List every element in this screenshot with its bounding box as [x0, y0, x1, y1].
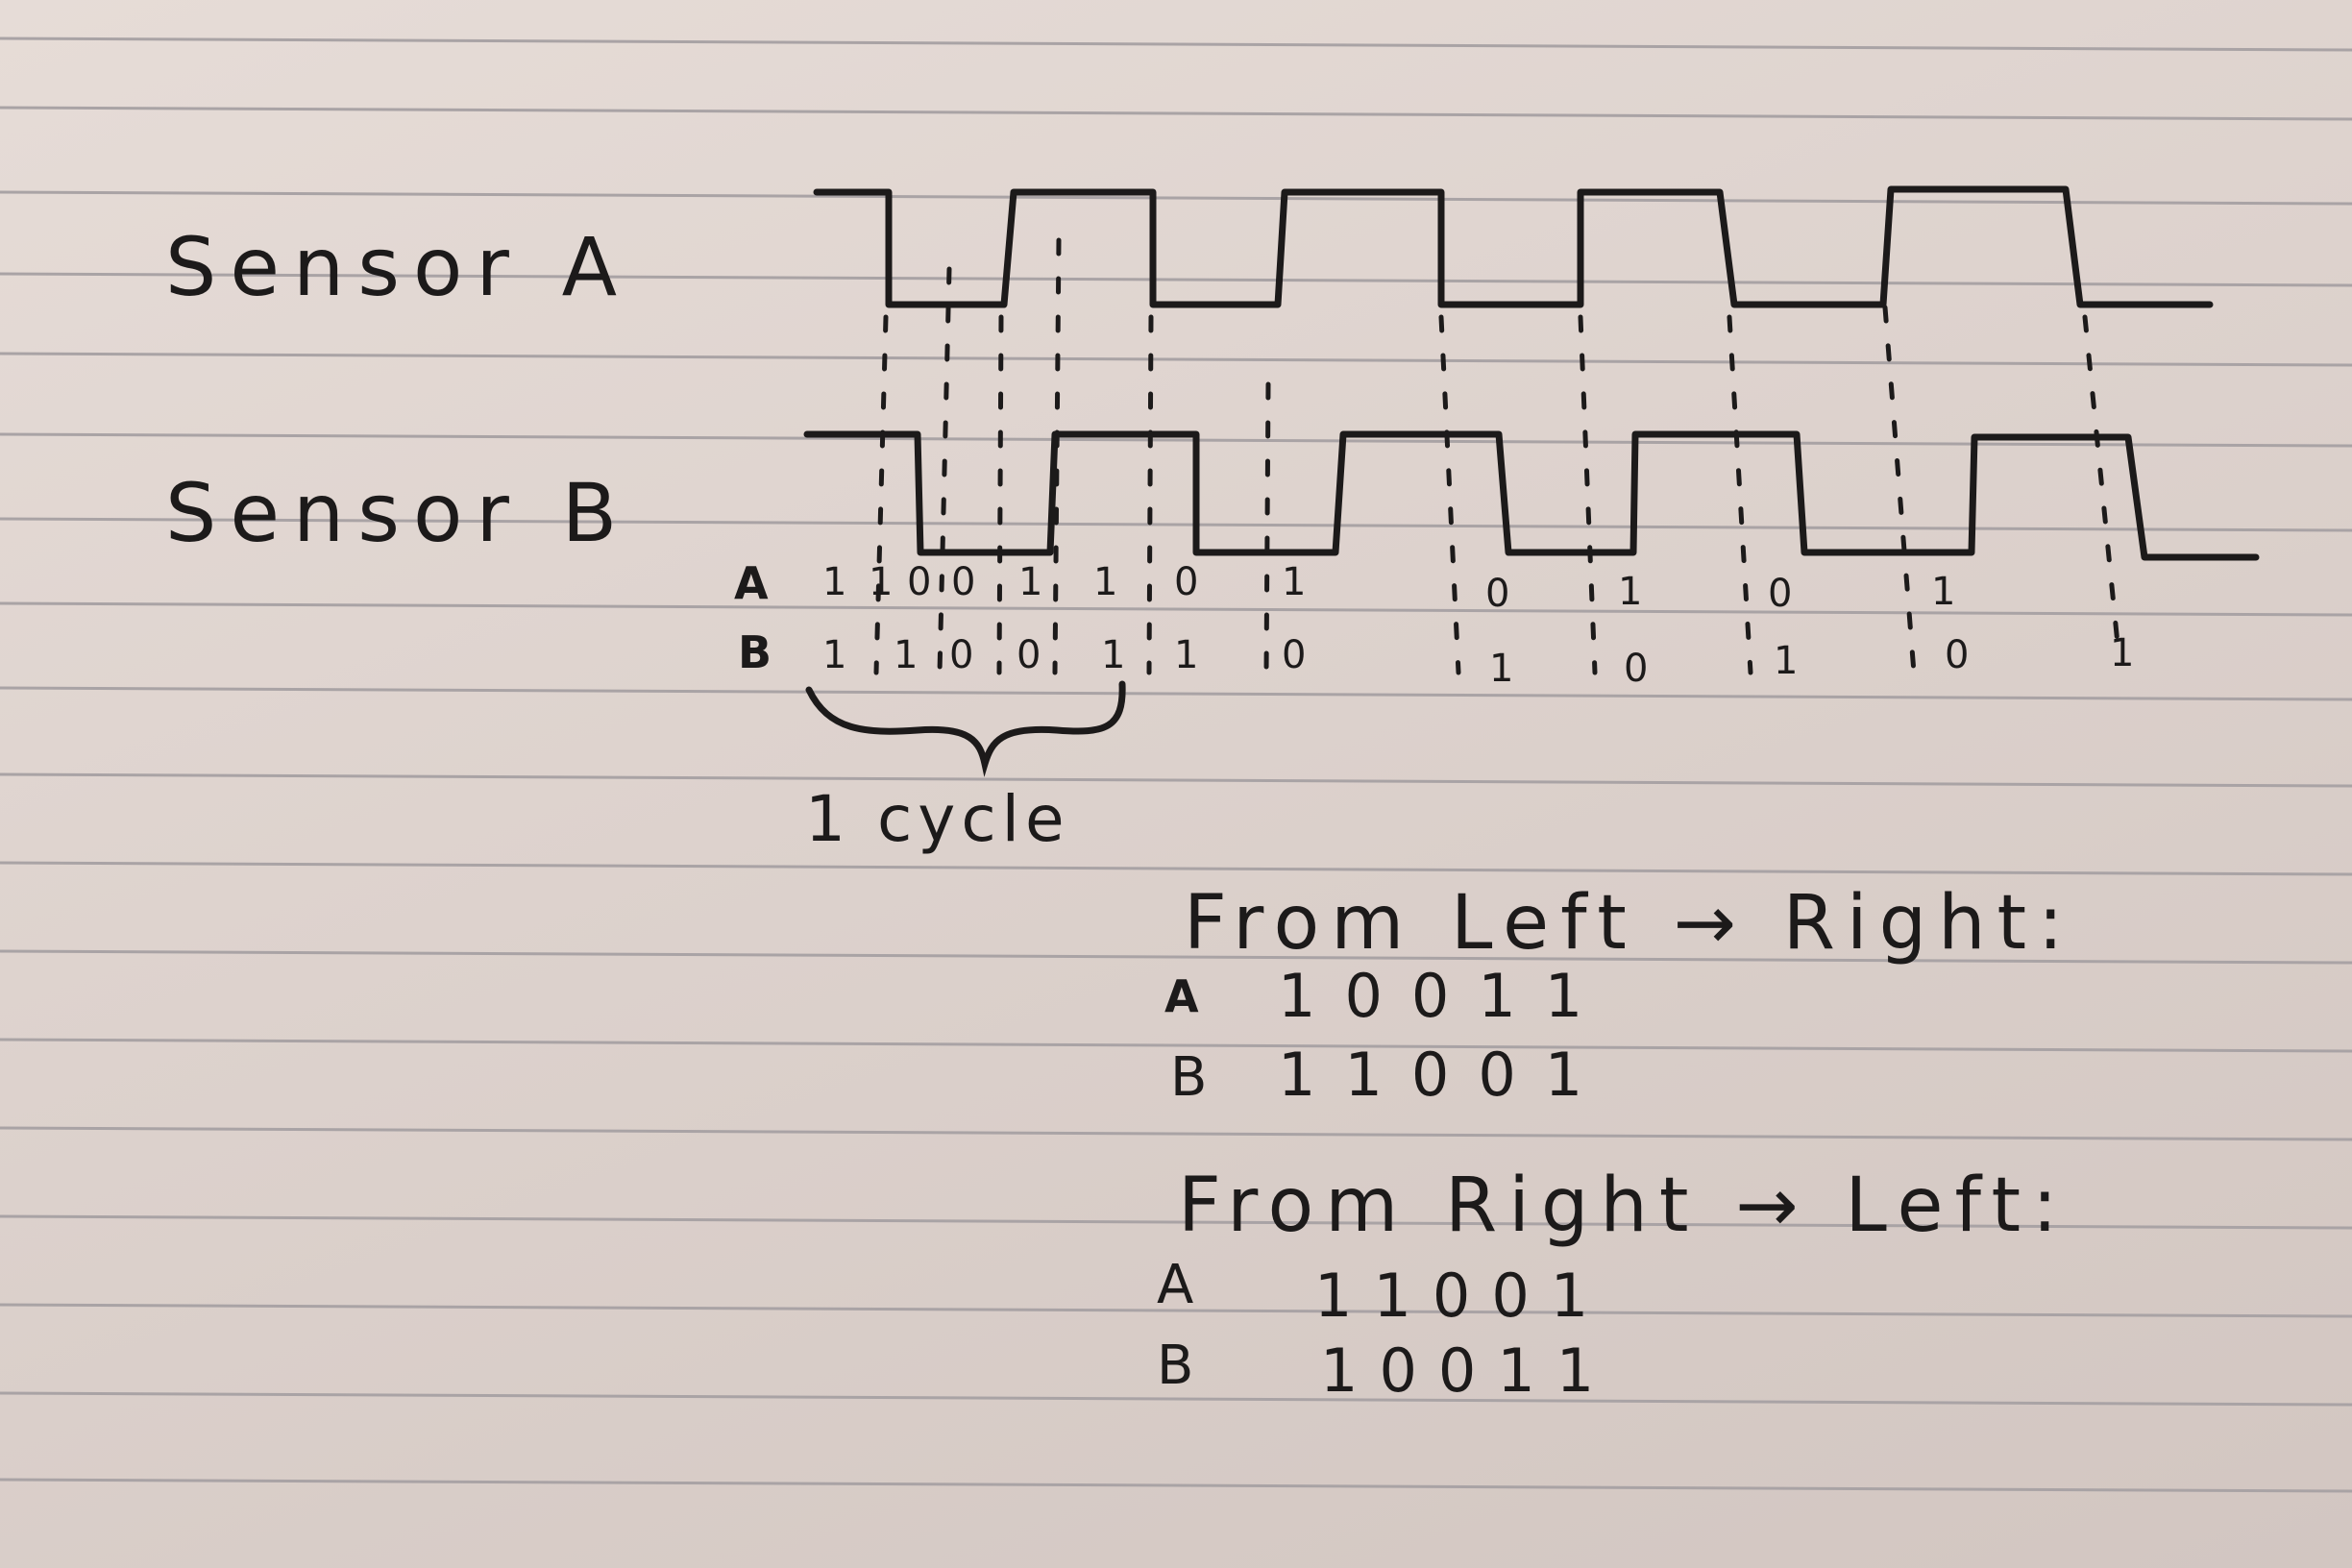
ltr-a-bits: 10011: [1278, 961, 1612, 1031]
row-b-reading: 0: [1282, 633, 1307, 677]
right-to-left-heading: From Right → Left:: [1178, 1163, 2070, 1249]
row-b-reading: 0: [1945, 633, 1970, 677]
sampling-guide-lines: [873, 237, 2121, 675]
sensor-b-label: Sensor B: [165, 466, 631, 560]
row-a-reading: 1: [1093, 560, 1118, 604]
row-b-letter: B: [738, 626, 772, 678]
row-b-reading: 0: [949, 633, 974, 677]
row-a-reading: 0: [1768, 572, 1793, 616]
sensor-a-waveform: [813, 185, 2214, 308]
row-a-reading: 1: [1018, 560, 1043, 604]
row-b-reading: 1: [1174, 633, 1199, 677]
row-a-reading: 1: [1931, 570, 1956, 614]
row-a-letter: A: [734, 557, 769, 609]
row-a-reading: 1: [869, 560, 894, 604]
row-a-reading: 1: [1282, 560, 1307, 604]
cycle-label: 1 cycle: [805, 782, 1070, 856]
ltr-b-bits: 11001: [1278, 1040, 1612, 1110]
row-b-reading: 1: [894, 633, 919, 677]
row-b-reading: 0: [1017, 633, 1041, 677]
row-a-reading: 0: [1485, 572, 1510, 616]
row-b-reading: 1: [1774, 639, 1799, 683]
cycle-brace: [805, 680, 1126, 777]
left-to-right-heading: From Left → Right:: [1184, 880, 2075, 967]
row-a-reading: 0: [907, 560, 932, 604]
rtl-a-bits: 11001: [1314, 1261, 1610, 1331]
ltr-b-letter: B: [1170, 1046, 1208, 1109]
row-b-reading: 1: [1101, 633, 1126, 677]
row-b-reading: 1: [822, 633, 847, 677]
row-a-reading: 1: [1618, 570, 1643, 614]
row-a-reading: 0: [951, 560, 976, 604]
sensor-a-label: Sensor A: [165, 220, 631, 314]
sensor-b-waveform: [803, 430, 2260, 561]
row-a-reading: 0: [1174, 560, 1199, 604]
row-b-reading: 0: [1624, 647, 1649, 691]
ltr-a-letter: A: [1164, 970, 1199, 1022]
row-b-reading: 1: [1489, 647, 1514, 691]
rtl-a-letter: A: [1157, 1254, 1194, 1316]
row-b-reading: 1: [2110, 631, 2135, 675]
row-a-reading: 1: [822, 560, 847, 604]
rtl-b-bits: 10011: [1320, 1335, 1616, 1406]
rtl-b-letter: B: [1157, 1335, 1194, 1397]
